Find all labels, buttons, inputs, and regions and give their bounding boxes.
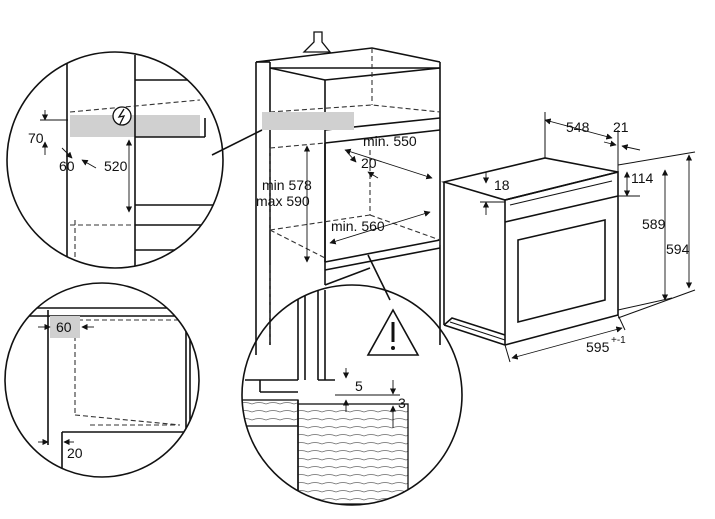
up-arrow-icon xyxy=(302,31,332,53)
detail-leader-2 xyxy=(367,254,391,301)
dim-18-label: 18 xyxy=(494,177,510,193)
wood-shelf-left xyxy=(242,399,299,427)
dim-589-label: 589 xyxy=(642,216,666,232)
dim-70-label: 70 xyxy=(28,130,44,146)
dim-min560-label: min. 560 xyxy=(331,218,385,234)
dim-595-label: 595 xyxy=(586,339,610,355)
detail-leader-1 xyxy=(211,129,263,156)
built-in-cabinet: min 578 max 590 min. 550 20 min. 560 xyxy=(255,31,441,355)
detail-circle-cabinet-top: 60 20 xyxy=(4,282,200,478)
dim-595-tolerance: +-1 xyxy=(611,335,626,346)
dim-min578-label: min 578 xyxy=(262,177,312,193)
dim-60-label: 60 xyxy=(59,158,75,174)
detail-circle-ventilation: 70 60 520 xyxy=(6,51,224,269)
warning-triangle-icon xyxy=(366,308,420,356)
dim-min550-label: min. 550 xyxy=(363,133,417,149)
dim-3-label: 3 xyxy=(398,395,406,411)
dim-60-gap-label: 60 xyxy=(56,319,72,335)
dim-548-label: 548 xyxy=(566,119,590,135)
dim-520-label: 520 xyxy=(104,158,128,174)
dim-114-label: 114 xyxy=(631,170,654,186)
dim-20-bottom-label: 20 xyxy=(67,445,83,461)
dim-5-label: 5 xyxy=(355,378,363,394)
vent-opening-top xyxy=(262,112,354,130)
detail-circle-gap: 5 3 xyxy=(241,284,463,506)
wood-shelf-right xyxy=(297,403,409,505)
dim-20-side-label: 20 xyxy=(361,155,377,171)
dim-21-label: 21 xyxy=(613,119,629,135)
dim-max590-label: max 590 xyxy=(256,193,310,209)
oven-appliance: 548 21 18 114 589 594 595 +-1 xyxy=(440,112,696,363)
electrical-outlet-icon xyxy=(112,106,132,126)
dim-594-label: 594 xyxy=(666,241,690,257)
vent-gap-60 xyxy=(50,316,80,338)
